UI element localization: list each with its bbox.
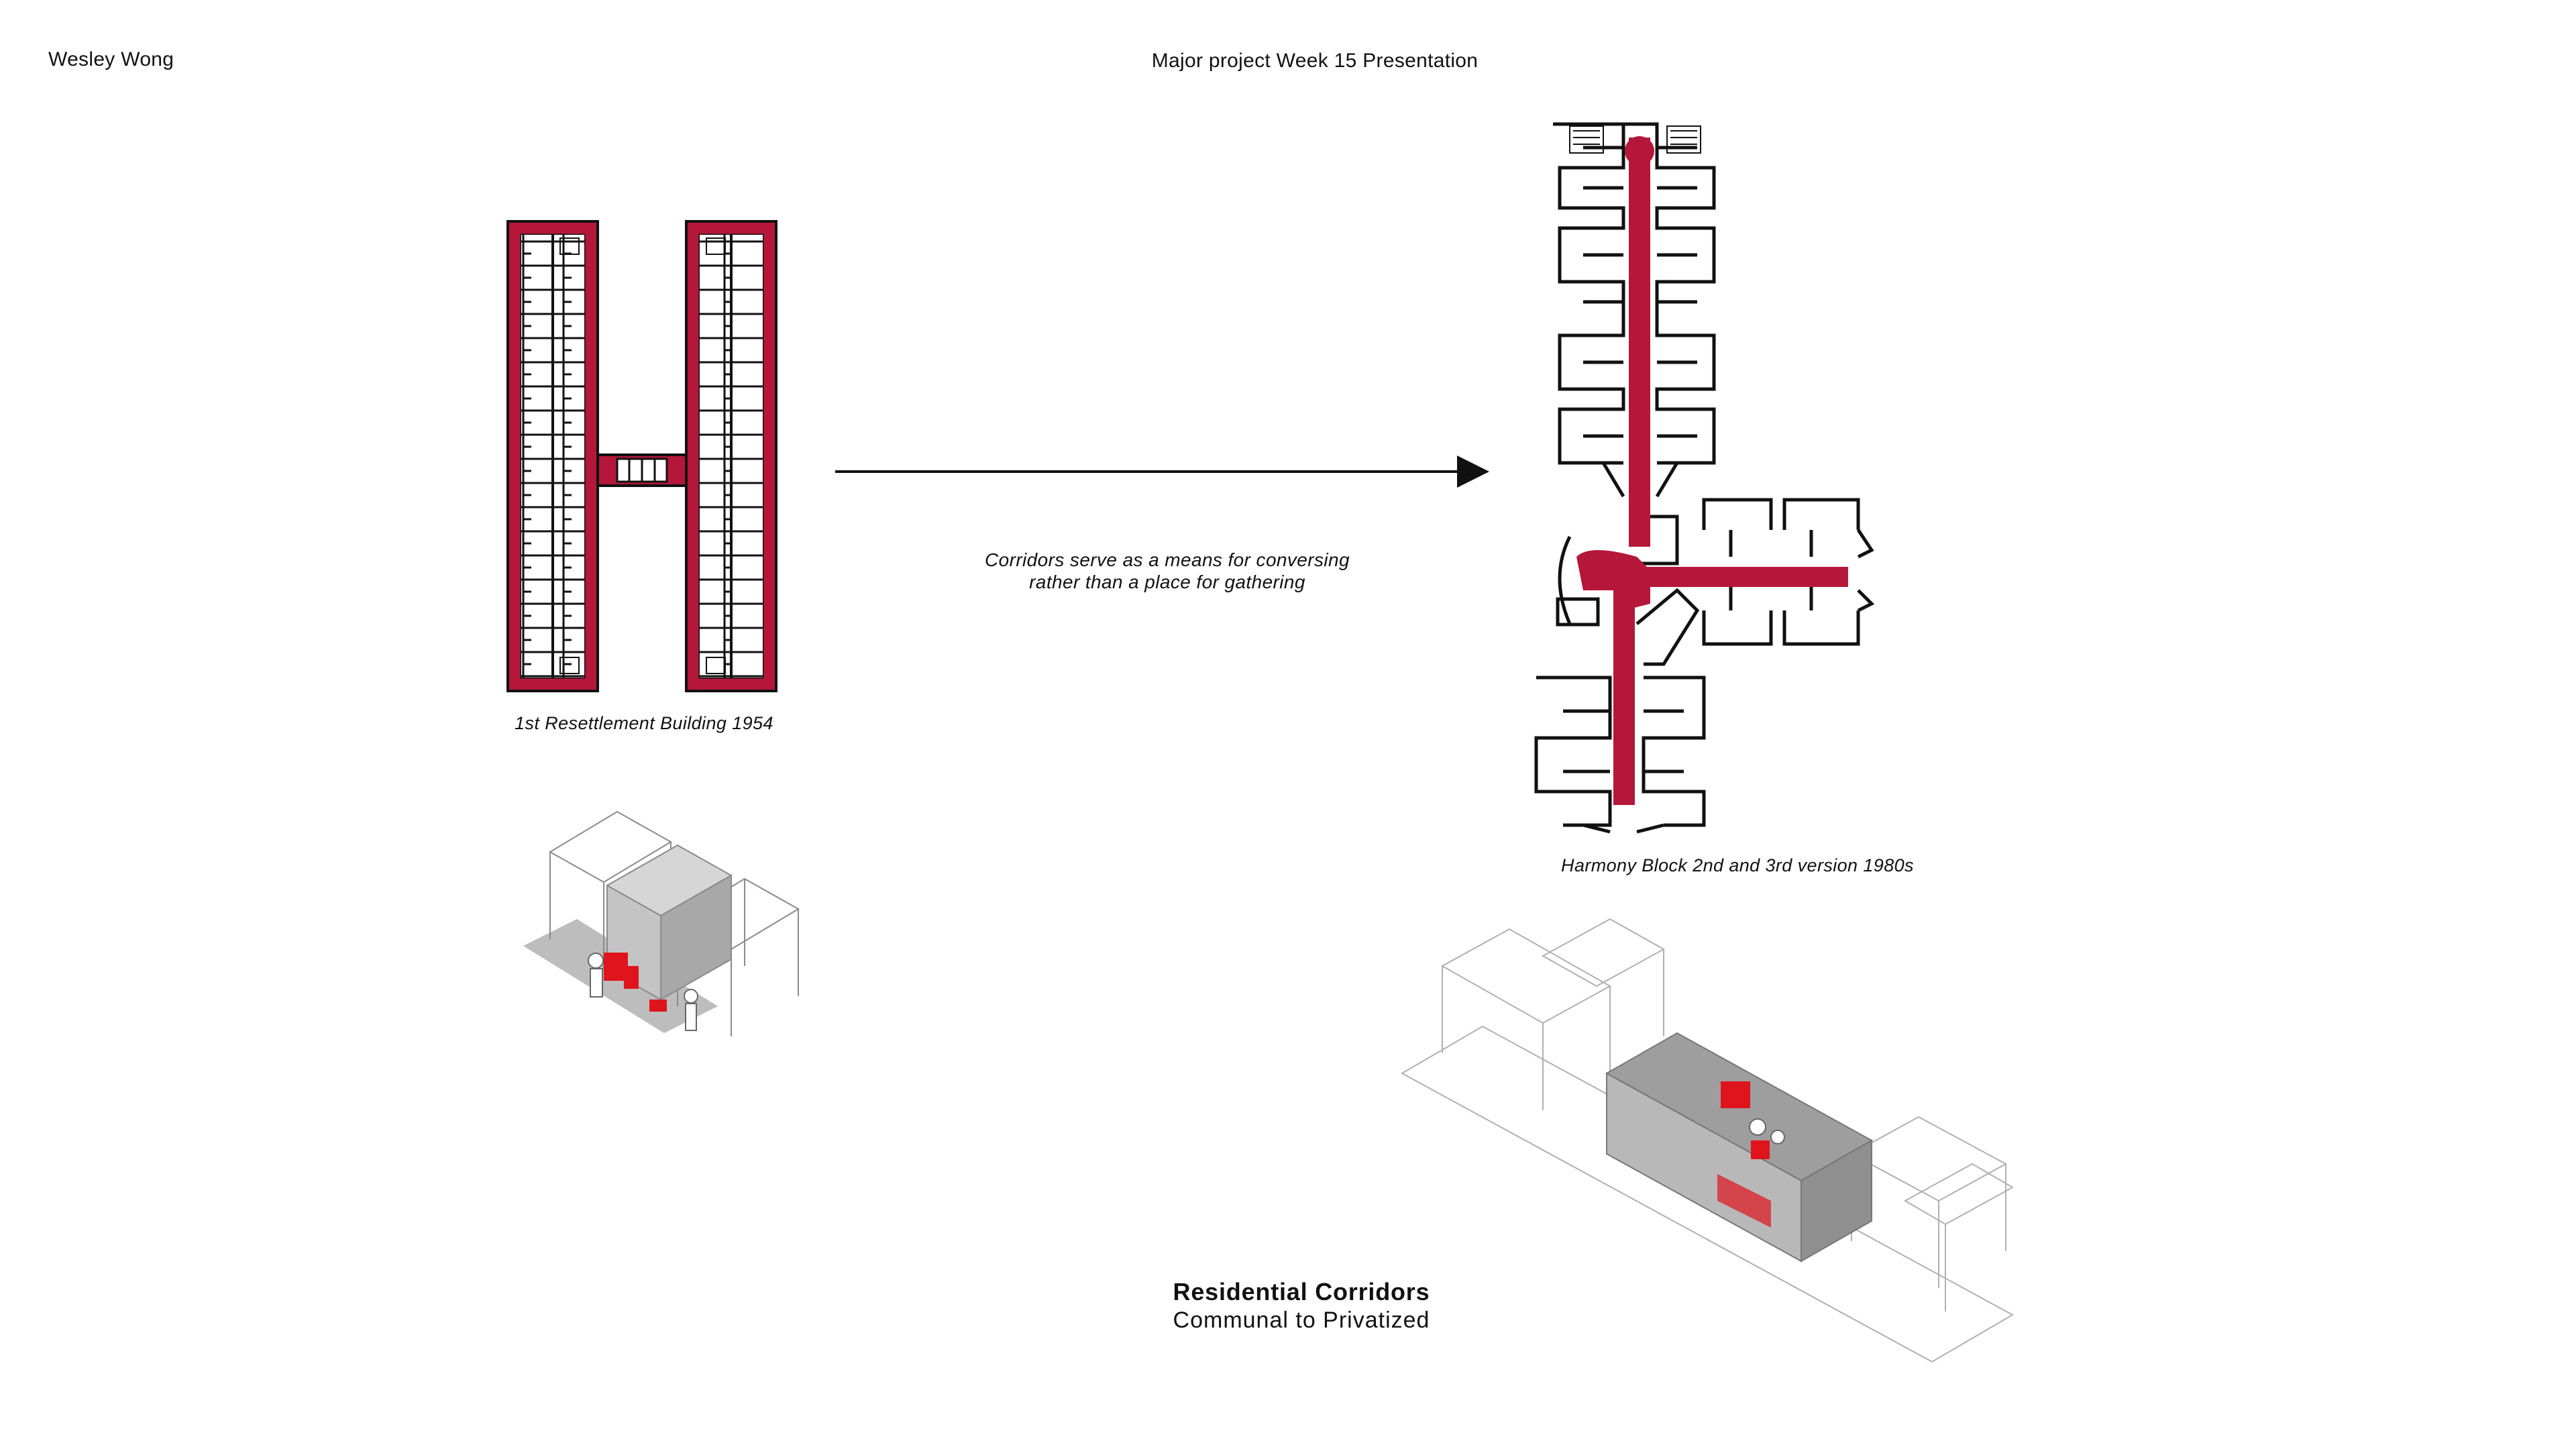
footer-subtitle: Communal to Privatized	[1173, 1307, 1430, 1333]
h-block-plan	[506, 220, 777, 692]
right-diagram-caption: Harmony Block 2nd and 3rd version 1980s	[1561, 855, 1914, 875]
annotation-line-1: Corridors serve as a means for conversin…	[985, 549, 1350, 570]
corridor-annotation: Corridors serve as a means for conversin…	[939, 549, 1395, 593]
annotation-line-2: rather than a place for gathering	[1029, 572, 1305, 592]
harmony-stairs	[1569, 125, 1701, 154]
footer-title: Residential Corridors	[1173, 1278, 1430, 1305]
right-isometric-model	[1400, 918, 2015, 1363]
harmony-block-plan	[1534, 122, 1875, 834]
harmony-corridor	[1576, 136, 1848, 805]
left-isometric-model	[523, 810, 800, 1036]
author-name: Wesley Wong	[48, 48, 174, 70]
slide-footer: Residential Corridors Communal to Privat…	[1100, 1278, 1503, 1334]
presentation-title: Major project Week 15 Presentation	[1151, 50, 1479, 72]
left-diagram-caption: 1st Resettlement Building 1954	[515, 713, 773, 733]
